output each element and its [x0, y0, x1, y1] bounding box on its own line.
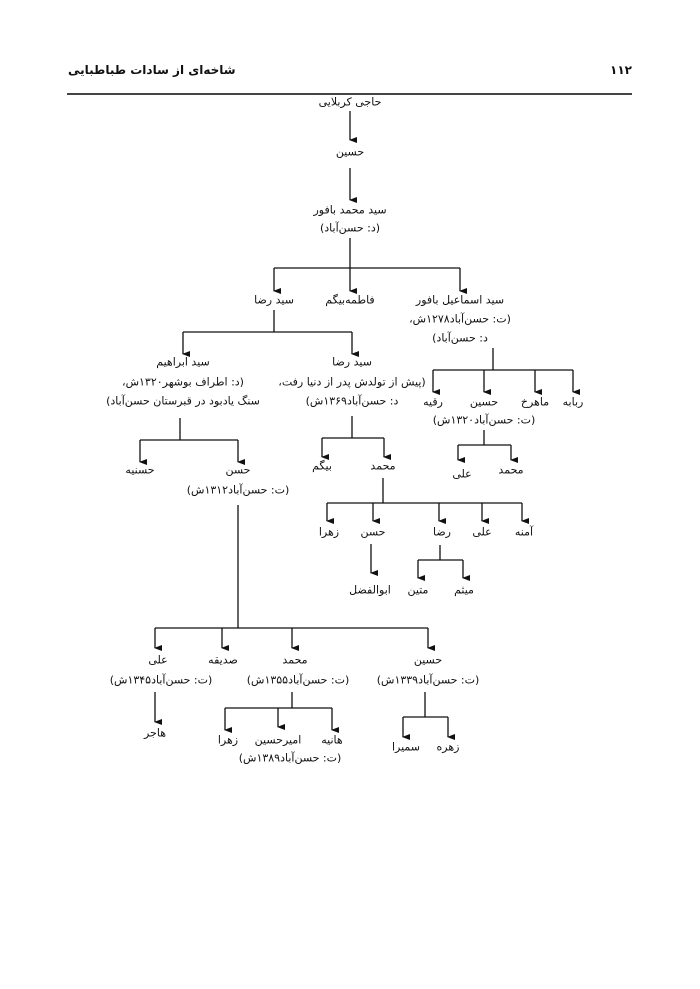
node-hajar: هاجر [143, 726, 167, 740]
node-mohammad: محمد [498, 463, 524, 477]
node-hosein-h: حسین [413, 653, 443, 667]
node-note: (د: اطراف بوشهر۱۳۲۰ش، [122, 375, 244, 389]
node-beygom: بیگم [312, 459, 332, 473]
node-seyyed-reza-2: سید رضا [332, 355, 372, 369]
node-hasaniyeh: حسنیه [125, 463, 155, 477]
node-haniyeh: هانیه [321, 733, 343, 747]
node-haji-karbalaei: حاجی کربلایی [318, 95, 382, 109]
node-note: (ت: حسن‌آباد۱۳۴۵ش) [109, 673, 213, 687]
node-ali: علی [452, 467, 472, 481]
node-mohammad-h: محمد [282, 653, 308, 667]
node-amirhosein: امیرحسین [254, 733, 302, 747]
node-robabeh: ربابه [562, 395, 584, 409]
node-note: سنگ یادبود در قبرستان حسن‌آباد) [106, 394, 260, 408]
node-note: (ت: حسن‌آباد۱۳۳۹ش) [376, 673, 480, 687]
node-mohammad-r: محمد [370, 459, 396, 473]
node-hosein-e: حسین [469, 395, 499, 409]
node-meysam: میثم [454, 583, 474, 597]
node-seyyed-esmail-bafur: سید اسماعیل بافور [415, 293, 505, 307]
node-note: د: حسن‌آباد) [432, 331, 488, 345]
node-ali-m: علی [472, 525, 492, 539]
node-note: د: حسن‌آباد۱۳۶۹ش) [305, 394, 399, 408]
node-seyyed-mohammad-bafur: سید محمد بافور [313, 203, 387, 217]
node-note: (ت: حسن‌آباد۱۳۲۰ش) [432, 413, 536, 427]
node-note: (ت: حسن‌آباد۱۲۷۸ش، [409, 312, 511, 326]
node-seyyed-ebrahim: سید ابراهیم [156, 355, 210, 369]
node-matin: متین [407, 583, 429, 597]
node-fatemeh-beygom: فاطمه‌بیگم [325, 293, 375, 307]
node-mahrokh: ماهرخ [520, 395, 550, 409]
node-sedigheh: صدیقه [208, 653, 238, 667]
node-ali-h: علی [148, 653, 168, 667]
node-zohreh: زهره [436, 740, 460, 754]
node-reza-m: رضا [432, 525, 452, 539]
node-note: (ت: حسن‌آباد۱۳۱۲ش) [186, 483, 290, 497]
running-title: شاخه‌ای از سادات طباطبایی [68, 63, 236, 77]
node-seyyed-reza: سید رضا [254, 293, 294, 307]
node-zahra: زهرا [318, 525, 340, 539]
header-rule [67, 93, 632, 95]
page-number: ۱۱۲ [610, 63, 632, 77]
node-zahra-mh: زهرا [217, 733, 239, 747]
node-hasan-m: حسن [360, 525, 386, 539]
node-abolfazl: ابوالفضل [349, 583, 391, 597]
node-roghayeh: رقیه [423, 395, 443, 409]
node-samira: سمیرا [391, 740, 421, 754]
node-note: (ت: حسن‌آباد۱۳۵۵ش) [246, 673, 350, 687]
node-note: (ت: حسن‌آباد۱۳۸۹ش) [238, 751, 342, 765]
node-hasan: حسن [225, 463, 251, 477]
node-hosein: حسین [335, 145, 365, 159]
node-ameneh: آمنه [514, 525, 534, 539]
node-note: (پیش از تولدش پدر از دنیا رفت، [278, 375, 426, 389]
node-note: (د: حسن‌آباد) [319, 221, 381, 235]
